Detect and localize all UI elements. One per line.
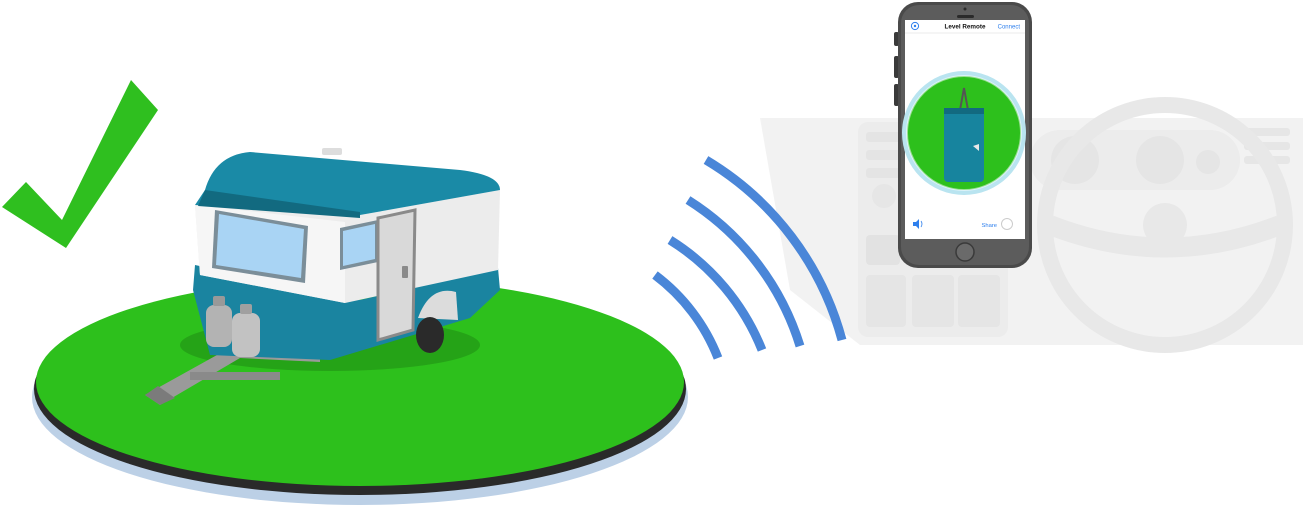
car-dashboard	[760, 97, 1303, 353]
home-button[interactable]	[955, 242, 975, 262]
wifi-signal-icon	[652, 156, 847, 360]
settings-icon[interactable]	[910, 21, 920, 31]
speaker-icon[interactable]	[913, 219, 923, 229]
checkmark-icon	[2, 80, 158, 248]
level-indicator	[902, 71, 1026, 195]
phone: Level Remote Connect Share	[894, 2, 1032, 268]
gas-bottles	[206, 296, 260, 357]
share-button[interactable]: Share	[982, 223, 997, 229]
connect-button[interactable]: Connect	[998, 25, 1021, 31]
app-title: Level Remote	[945, 24, 986, 31]
toggle-icon[interactable]	[1001, 218, 1013, 230]
caravan	[145, 148, 500, 405]
